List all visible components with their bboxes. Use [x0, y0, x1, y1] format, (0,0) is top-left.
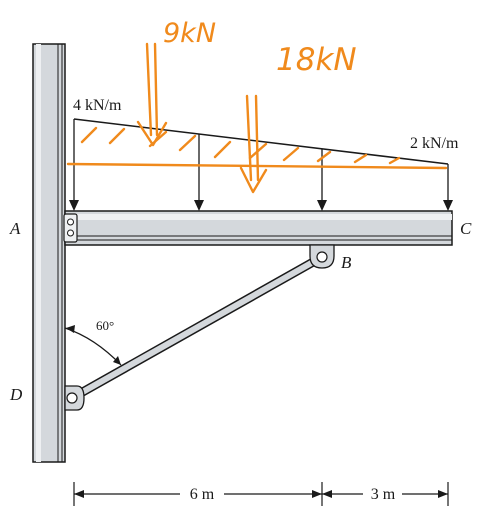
point-b-label: B [341, 253, 352, 272]
point-d-label: D [9, 385, 23, 404]
distributed-load [69, 118, 453, 211]
angle-arc [64, 327, 122, 366]
angle-label: 60° [96, 318, 114, 333]
bracket-b [309, 244, 335, 269]
hand-annotations [66, 42, 448, 194]
load-left-label: 4 kN/m [73, 97, 122, 114]
angle-arrow-tail [66, 325, 75, 333]
point-a-label: A [9, 219, 21, 238]
annotation-18kn: 18kN [276, 42, 357, 78]
load-right-label: 2 kN/m [410, 135, 459, 152]
strut-db [67, 252, 327, 403]
annotation-9kn: 9kN [163, 18, 216, 49]
angle-arrow-head [113, 356, 121, 365]
beam-ac [64, 210, 453, 246]
dimension-3m: 3 m [371, 486, 396, 503]
dimension-arrows [74, 490, 448, 498]
bracket-d [64, 385, 85, 411]
dimension-6m: 6 m [190, 486, 215, 503]
point-c-label: C [460, 219, 472, 238]
pin-a [63, 213, 78, 243]
wall-column [32, 43, 66, 463]
